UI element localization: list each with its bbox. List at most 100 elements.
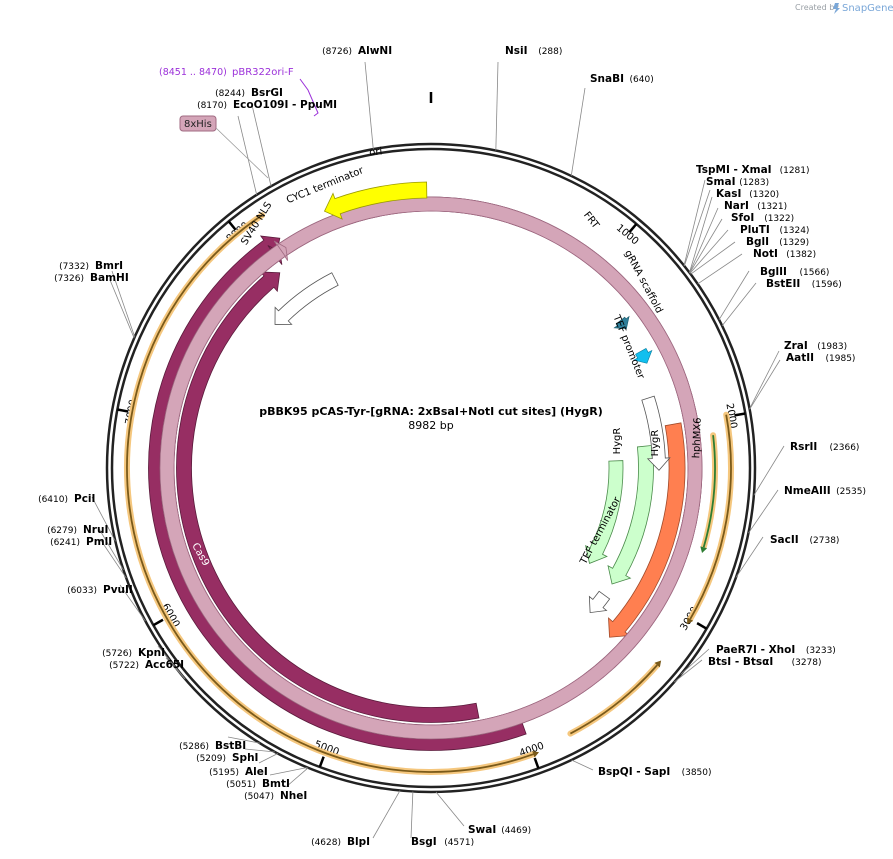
restriction-site[interactable]: SacII(2738) — [770, 534, 839, 546]
primer-leader — [299, 78, 319, 117]
restriction-site[interactable]: BsgI(4571) — [411, 836, 474, 848]
restriction-site[interactable]: BtsI - BtsαI(3278) — [708, 656, 822, 668]
restriction-site[interactable]: BlpI(4628) — [311, 836, 370, 848]
site-leader-line — [495, 61, 499, 151]
restriction-site[interactable]: SwaI(4469) — [468, 824, 531, 836]
site-name: Acc65I — [145, 659, 184, 671]
orf-line — [569, 664, 658, 735]
site-name: BsrGI — [251, 87, 283, 99]
site-leader-line — [680, 648, 710, 675]
site-position: (3278) — [792, 658, 822, 668]
site-leader-line — [753, 445, 785, 496]
site-position: (8244) — [215, 89, 245, 99]
site-leader-line — [689, 196, 713, 273]
site-name: BsgI — [411, 836, 437, 848]
restriction-site[interactable]: NsiI(288) — [505, 45, 562, 57]
site-position: (8726) — [322, 47, 352, 57]
restriction-site[interactable]: RsrII(2366) — [790, 441, 859, 453]
restriction-site[interactable]: BamHI(7326) — [54, 272, 129, 284]
orf-line — [126, 214, 534, 773]
site-leader-line — [97, 526, 124, 571]
orf-layer — [124, 212, 734, 775]
restriction-site[interactable]: BstEII(1596) — [766, 278, 842, 290]
site-name: NmeAIII — [784, 485, 831, 497]
tick-mark — [152, 618, 164, 627]
site-position: (5195) — [209, 768, 239, 778]
tef-promoter-arrow — [641, 395, 671, 471]
restriction-site[interactable]: SphI(5209) — [196, 752, 258, 764]
restriction-site[interactable]: BglII(1566) — [760, 266, 829, 278]
site-layer: NsiI(288) SnaBI(640) TspMI - XmaI(1281)Sma… — [38, 45, 866, 848]
restriction-site[interactable]: BstBI(5286) — [179, 740, 246, 752]
restriction-site[interactable]: BmrI(7332) — [59, 260, 123, 272]
restriction-site[interactable]: BmtI (5051) — [226, 778, 290, 790]
tef-promoter-label: TEF promoter — [610, 313, 646, 382]
restriction-site[interactable]: NruI(6279) — [47, 524, 108, 536]
backbone-inner-ring — [110, 147, 752, 789]
site-leader-line — [718, 270, 750, 320]
restriction-site[interactable]: NheI(5047) — [244, 790, 307, 802]
site-leader-line — [673, 659, 703, 683]
restriction-site[interactable]: AlwNI (8726) — [322, 45, 392, 57]
brand-text: SnapGene — [842, 3, 893, 14]
site-leader-line — [435, 791, 465, 827]
restriction-site[interactable]: SnaBI(640) — [590, 73, 654, 85]
site-name: AlwNI — [358, 45, 392, 57]
site-name: BamHI — [90, 272, 129, 284]
site-name: AleI — [245, 766, 268, 778]
restriction-site[interactable]: Acc65I(5722) — [109, 659, 184, 671]
site-name: NsiI — [505, 45, 528, 57]
site-position: (5051) — [226, 780, 256, 790]
site-position: (1382) — [786, 250, 816, 260]
restriction-site[interactable]: PaeR7I - XhoI(3233) — [716, 644, 836, 656]
restriction-site[interactable]: PciI(6410) — [38, 493, 95, 505]
site-name: BglI — [746, 236, 769, 248]
restriction-site[interactable]: BsrGI (8244) — [215, 87, 283, 99]
restriction-site[interactable]: AatII(1985) — [786, 352, 855, 364]
site-name: ZraI — [784, 340, 808, 352]
hphmx6-label: hphMX6 — [691, 417, 703, 458]
restriction-site[interactable]: SfoI(1322) — [731, 212, 794, 224]
restriction-site[interactable]: TspMI - XmaI(1281) — [696, 164, 810, 176]
restriction-site[interactable]: NmeAIII (2535) — [784, 485, 866, 497]
site-name: BmtI — [262, 778, 290, 790]
hphmx6-arrow — [608, 422, 686, 638]
restriction-site[interactable]: PmlI(6241) — [50, 536, 112, 548]
his-tag-box — [179, 115, 217, 132]
grna-scaffold-arrow — [633, 348, 653, 364]
tick-mark — [734, 412, 746, 417]
restriction-site[interactable]: KasI(1320) — [716, 188, 779, 200]
tick-mark — [628, 223, 638, 234]
restriction-site[interactable]: NarI(1321) — [724, 200, 787, 212]
restriction-site[interactable]: BglI(1329) — [746, 236, 809, 248]
site-position: (4469) — [501, 826, 531, 836]
orf-line — [702, 435, 716, 548]
restriction-site[interactable]: AleI (5195) — [209, 766, 268, 778]
restriction-site[interactable]: NotI(1382) — [753, 248, 816, 260]
restriction-site[interactable]: PluTI(1324) — [740, 224, 809, 236]
tick-label: 1000 — [614, 223, 641, 248]
orf-arrowhead-icon — [687, 617, 694, 625]
site-position: (7332) — [59, 262, 89, 272]
backbone-outer-ring — [105, 142, 757, 794]
restriction-site[interactable]: SmaI(1283) — [706, 176, 769, 188]
site-leader-line — [237, 115, 258, 195]
site-position: (1596) — [812, 280, 842, 290]
site-leader-line — [251, 104, 272, 187]
restriction-site[interactable]: KpnI(5726) — [102, 647, 165, 659]
his-tag-feature: 8xHis — [179, 115, 269, 179]
primer-name: pBR322ori-F — [232, 67, 294, 78]
site-leader-line — [111, 270, 136, 338]
site-position: (640) — [630, 75, 654, 85]
site-leader-line — [410, 791, 414, 839]
site-position: (4628) — [311, 838, 341, 848]
restriction-site[interactable]: ZraI(1983) — [784, 340, 847, 352]
primer-range: (8451 .. 8470) — [159, 67, 227, 78]
site-leader-line — [683, 179, 706, 266]
tick-mark — [533, 757, 540, 769]
restriction-site[interactable]: EcoO109I - PpuMI(8170) — [197, 99, 337, 111]
site-position: (2535) — [836, 487, 866, 497]
restriction-site[interactable]: PvuII(6033) — [67, 584, 133, 596]
restriction-site[interactable]: BspQI - SapI(3850) — [598, 766, 712, 778]
tick-mark — [227, 220, 237, 231]
